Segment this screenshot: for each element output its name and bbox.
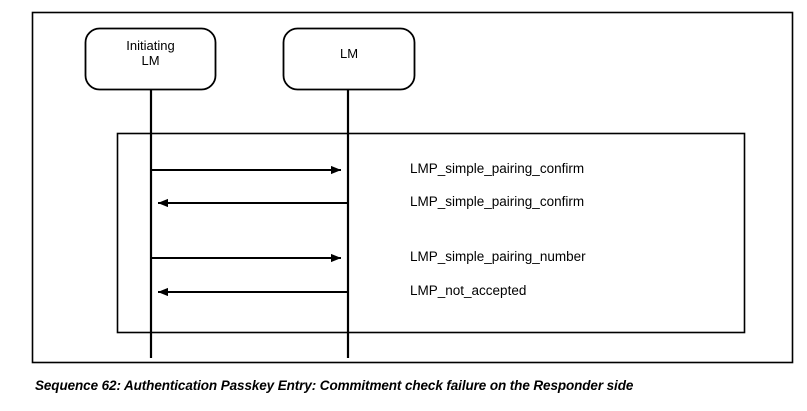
participant-box-lm [282,27,416,91]
message-label-2: LMP_simple_pairing_confirm [410,194,585,209]
figure-caption: Sequence 62: Authentication Passkey Entr… [35,378,634,393]
message-label-4: LMP_not_accepted [410,283,527,298]
inner-frame [116,132,746,334]
message-label-3: LMP_simple_pairing_number [410,249,586,264]
participant-box-initiating-lm [84,27,217,91]
message-label-1: LMP_simple_pairing_confirm [410,161,585,176]
